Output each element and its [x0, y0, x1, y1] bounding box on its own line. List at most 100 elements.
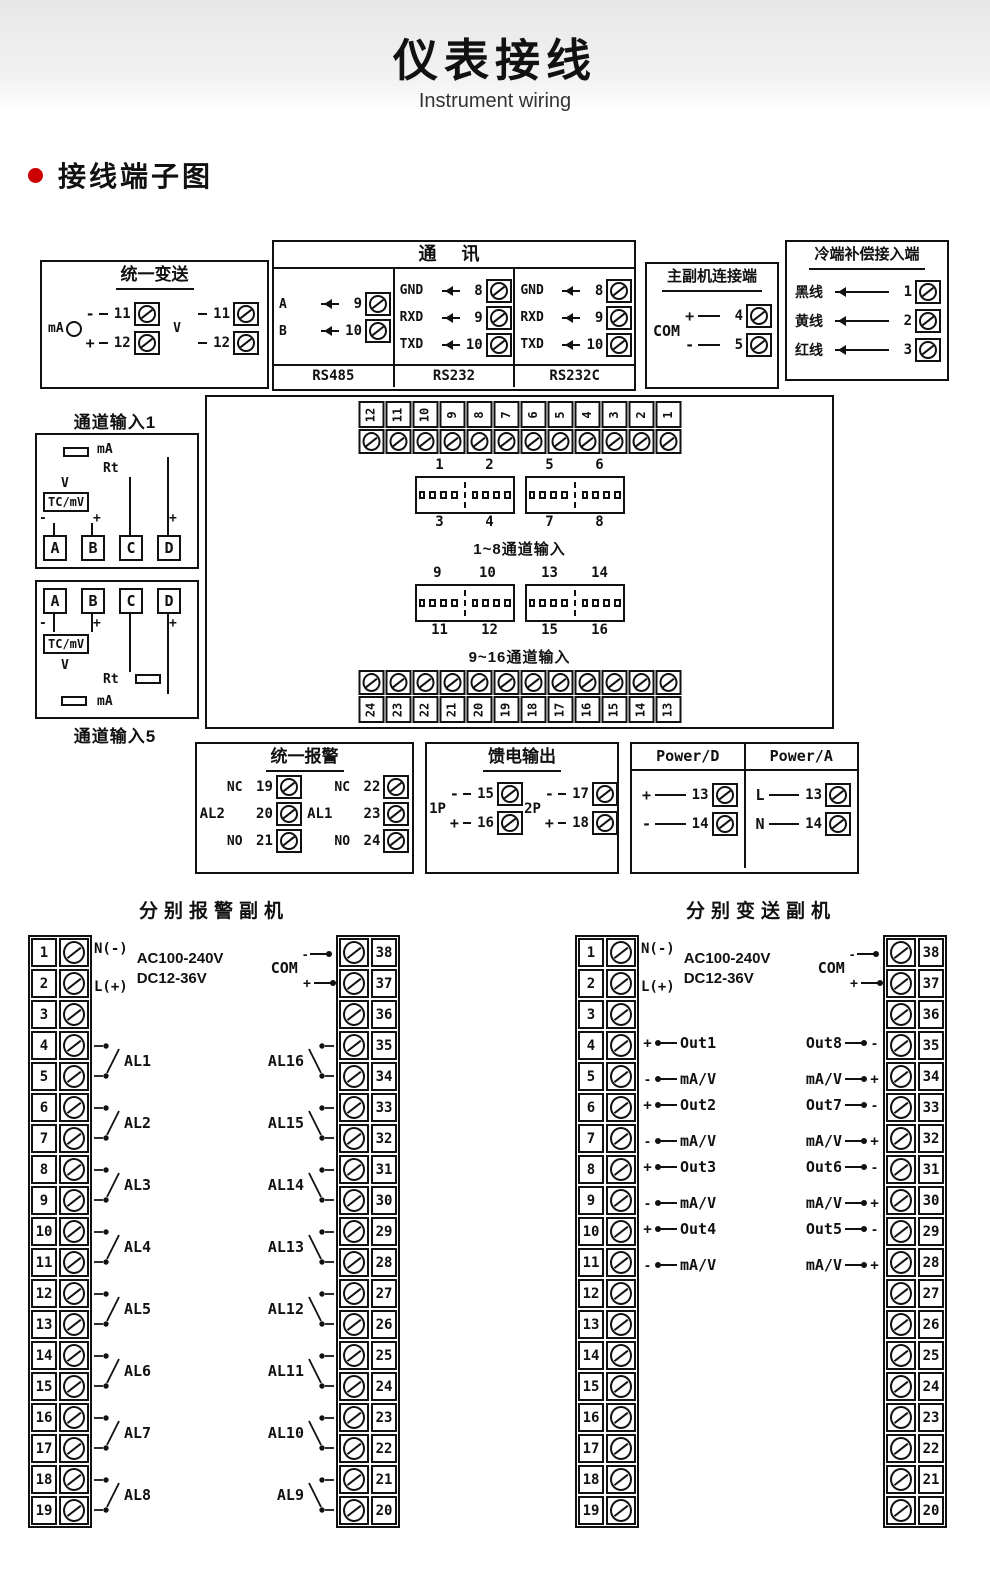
screw-terminal-icon: [133, 302, 160, 326]
alarm-relay: AL9: [277, 1465, 334, 1525]
terminal-number: 21: [918, 1465, 944, 1494]
screw-terminal-icon: [233, 302, 259, 326]
pin-icon: [581, 599, 589, 607]
terminal-number: 2: [31, 969, 57, 998]
terminal-number: 24: [363, 833, 381, 849]
terminal-row: 35: [339, 1031, 397, 1060]
pin-icon: [592, 599, 599, 607]
tc-mv-label: TC/mV: [43, 492, 90, 512]
screw-terminal-icon: [711, 812, 738, 836]
terminal-number: 36: [918, 1000, 944, 1029]
terminal-row: 7: [578, 1124, 636, 1153]
terminal-number: 38: [918, 938, 944, 967]
screw-terminal-icon: [606, 1403, 636, 1432]
wire-color-row: 黑线 1: [795, 279, 941, 305]
signal-row: RXD 9: [400, 305, 512, 330]
terminal-number: 35: [918, 1031, 944, 1060]
terminal-number: 21: [256, 833, 273, 849]
terminal-a: A: [43, 588, 67, 614]
terminal-cell: 12: [358, 401, 384, 454]
terminal-row: 6: [31, 1093, 89, 1122]
output-label: Out3: [680, 1158, 717, 1176]
alarm-label: AL1: [307, 806, 333, 822]
screw-terminal-icon: [339, 1465, 369, 1494]
arrow-left-icon: [835, 316, 889, 326]
screw-terminal-icon: [886, 1062, 916, 1091]
pin-number: 14: [591, 565, 608, 581]
switch-icon: [308, 1291, 334, 1327]
terminal-cell: 13: [655, 670, 681, 723]
pin-icon: [482, 599, 489, 607]
screw-terminal-icon: [746, 333, 772, 357]
output-label: mA/V: [680, 1194, 717, 1212]
screw-terminal-icon: [59, 1310, 89, 1339]
pin-number: 4: [485, 514, 494, 530]
v-output-group: V 11 12: [173, 298, 259, 359]
screw-terminal-icon: [606, 1465, 636, 1494]
screw-terminal-icon: [591, 782, 618, 806]
pin-icon: [471, 491, 479, 499]
screw-terminal-icon: [383, 775, 410, 799]
screw-terminal-icon: [339, 1496, 369, 1525]
terminal-number: 19: [493, 696, 519, 723]
output-label: Out1: [680, 1034, 717, 1052]
resistor-icon: [63, 447, 89, 457]
signal-row: B 10: [279, 319, 391, 344]
wire-color-row: 红线 3: [795, 337, 941, 363]
terminal-row: 21: [339, 1465, 397, 1494]
unified-alarm-box: 统一报警 AL2 NC 19 20 NO: [195, 742, 414, 874]
terminal-row: 20: [227, 801, 302, 827]
screw-terminal-icon: [59, 1155, 89, 1184]
screw-terminal-icon: [339, 1155, 369, 1184]
terminal-cell: 6: [520, 401, 546, 454]
screw-terminal-icon: [59, 1403, 89, 1432]
section-heading: 接线端子图: [28, 155, 213, 195]
pin-number: 10: [478, 565, 496, 581]
terminal-row: 31: [339, 1155, 397, 1184]
alarm-label: AL12: [267, 1300, 304, 1318]
screw-terminal-icon: [339, 1124, 369, 1153]
screw-terminal-icon: [606, 1186, 636, 1215]
alarm-label: AL1: [124, 1052, 152, 1070]
output-label: Out8: [805, 1034, 842, 1052]
terminal-number: 20: [918, 1496, 944, 1525]
minus-sign: -: [39, 616, 47, 631]
v-label: V: [61, 476, 69, 491]
wire: [314, 979, 336, 986]
screw-terminal-icon: [746, 304, 772, 328]
alarm-relay: AL14: [268, 1155, 334, 1215]
terminal-row: 23: [334, 801, 410, 827]
alarm-group-al1: AL1 NC 22 23 NO 24: [307, 773, 410, 855]
pin-number: 15: [541, 622, 558, 638]
terminal-number: 12: [31, 1279, 57, 1308]
screw-terminal-icon: [59, 938, 89, 967]
alarm-label: AL7: [124, 1424, 152, 1442]
terminal-number: 10: [31, 1217, 57, 1246]
screw-terminal-icon: [339, 1000, 369, 1029]
wire: [462, 822, 471, 824]
terminal-row: 26: [886, 1310, 944, 1339]
screw-terminal-icon: [886, 1186, 916, 1215]
pin-icon: [503, 491, 511, 499]
terminal-row: 16: [578, 1403, 636, 1432]
column-title: Power/A: [745, 744, 857, 771]
screw-terminal-icon: [886, 1217, 916, 1246]
terminal-number: 24: [371, 1372, 397, 1401]
terminal-row: 14: [31, 1341, 89, 1370]
terminal-number: 14: [628, 696, 654, 723]
terminal-number: 13: [31, 1310, 57, 1339]
terminal-number: 32: [371, 1124, 397, 1153]
power-a-column: Power/A L 13 N 14: [743, 744, 857, 868]
alarm-relay: AL8: [94, 1465, 151, 1525]
switch-icon: [308, 1167, 334, 1203]
pin-divider: [463, 590, 466, 616]
terminal-number: 23: [918, 1403, 944, 1432]
screw-terminal-icon: [383, 829, 410, 853]
terminal-row: 3: [31, 1000, 89, 1029]
terminal-row: 4: [31, 1031, 89, 1060]
alarm-relay: AL6: [94, 1341, 151, 1401]
